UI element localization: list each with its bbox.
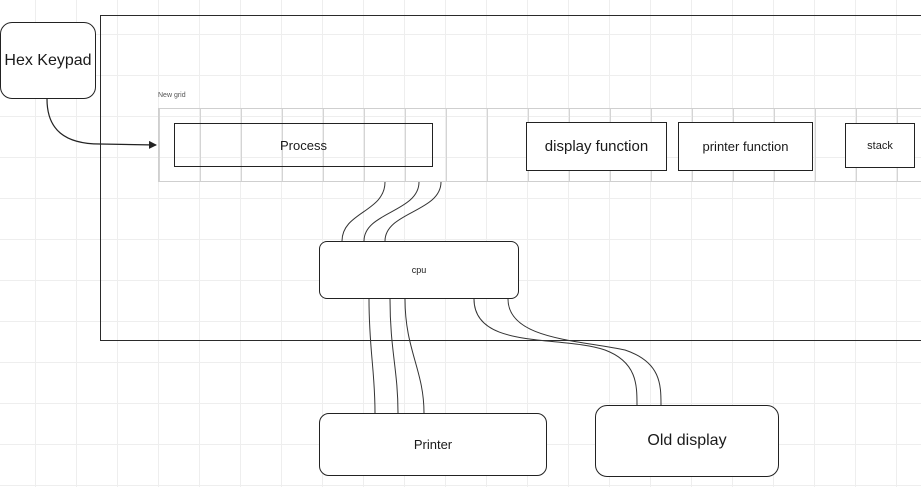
hex-keypad-label: Hex Keypad — [4, 51, 92, 69]
printer-function-node[interactable]: printer function — [678, 122, 813, 171]
hex-keypad-node[interactable]: Hex Keypad — [0, 22, 96, 99]
cpu-printer-wire-3[interactable] — [404, 298, 425, 414]
stack-label: stack — [867, 139, 893, 152]
old-display-node[interactable]: Old display — [595, 405, 779, 477]
cpu-display-wire-1[interactable] — [473, 298, 638, 406]
cpu-printer-wire-2[interactable] — [389, 298, 399, 414]
printer-label: Printer — [413, 437, 453, 452]
stack-node[interactable]: stack — [845, 123, 915, 168]
cpu-printer-wire-1[interactable] — [368, 298, 376, 414]
cpu-label: cpu — [411, 265, 427, 275]
process-label: Process — [280, 137, 327, 153]
process-cpu-wire-3[interactable] — [384, 181, 442, 242]
cpu-node[interactable]: cpu — [319, 241, 519, 299]
process-cpu-wire-1[interactable] — [341, 181, 386, 242]
keypad-to-process-arrow[interactable] — [46, 98, 157, 149]
cpu-display-wire-2[interactable] — [507, 298, 662, 406]
printer-function-label: printer function — [702, 139, 789, 154]
process-cpu-wire-2[interactable] — [363, 181, 420, 242]
process-node[interactable]: Process — [174, 123, 433, 167]
old-display-label: Old display — [647, 432, 727, 449]
system-frame[interactable] — [100, 15, 921, 341]
grid-label: New grid — [158, 92, 186, 99]
display-function-label: display function — [544, 138, 649, 155]
printer-node[interactable]: Printer — [319, 413, 547, 476]
display-function-node[interactable]: display function — [526, 122, 667, 171]
